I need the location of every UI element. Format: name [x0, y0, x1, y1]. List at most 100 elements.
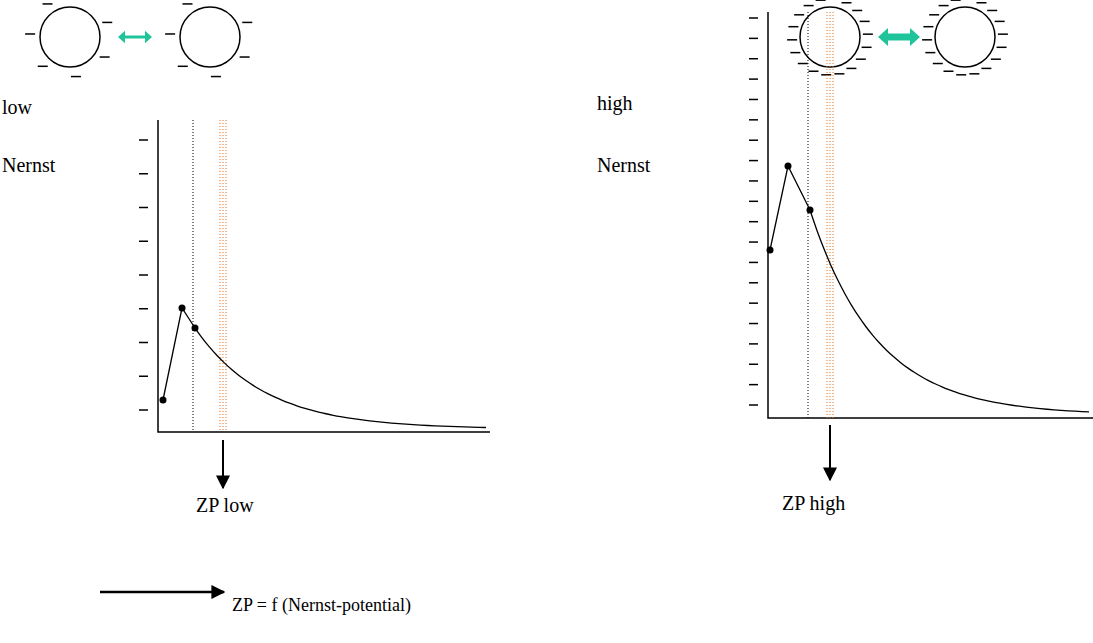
charge-tick	[139, 308, 148, 310]
negative-charge	[841, 2, 851, 4]
negative-charge	[816, 0, 826, 1]
negative-charge	[834, 73, 844, 75]
axis-label: low	[2, 96, 32, 118]
zeta-label: ZP low	[196, 494, 254, 516]
charge-tick	[749, 241, 758, 243]
negative-charge	[852, 10, 862, 12]
potential-curve	[810, 210, 1089, 412]
shear-plane	[223, 120, 224, 432]
axes	[158, 120, 490, 432]
charge-tick	[749, 384, 758, 386]
charge-tick	[749, 201, 758, 203]
negative-charge	[863, 33, 873, 35]
negative-charge	[211, 76, 221, 78]
interaction-arrow	[878, 28, 920, 46]
charge-tick	[749, 139, 758, 141]
data-point	[807, 207, 814, 214]
data-point	[160, 397, 167, 404]
negative-charge	[165, 33, 175, 35]
charge-tick	[749, 404, 758, 406]
axis-label: high	[597, 92, 633, 114]
charge-tick	[139, 274, 148, 276]
negative-charge	[929, 14, 939, 16]
shear-plane	[830, 12, 831, 418]
negative-charge	[182, 3, 192, 5]
data-point	[179, 305, 186, 312]
negative-charge	[38, 66, 48, 68]
negative-charge	[242, 22, 252, 24]
shear-plane	[226, 120, 227, 432]
negative-charge	[42, 3, 52, 5]
negative-charge	[995, 21, 1005, 23]
negative-charge	[923, 26, 933, 28]
implication-arrow	[100, 591, 224, 594]
charge-tick	[139, 376, 148, 378]
charge-tick	[749, 221, 758, 223]
shear-plane	[827, 12, 828, 418]
charge-tick	[749, 160, 758, 162]
potential-curve	[770, 166, 810, 250]
negative-charge	[794, 14, 804, 16]
negative-charge	[790, 52, 800, 54]
charge-tick	[139, 207, 148, 209]
negative-charge	[860, 21, 870, 23]
negative-charge	[788, 26, 798, 28]
negative-charge	[998, 33, 1008, 35]
axis-label: Nernst	[597, 154, 650, 176]
charge-tick	[139, 139, 148, 141]
negative-charge	[991, 58, 1001, 60]
negative-charge	[798, 63, 808, 65]
negative-charge	[976, 2, 986, 4]
potential-graph	[139, 120, 490, 488]
negative-charge	[856, 58, 866, 60]
charge-tick	[749, 180, 758, 182]
negative-charge	[951, 0, 961, 1]
negative-charge	[25, 33, 35, 35]
particle	[922, 0, 1008, 75]
charge-tick	[749, 58, 758, 60]
negative-charge	[787, 39, 797, 41]
down-arrow	[222, 440, 224, 488]
negative-charge	[846, 68, 856, 70]
negative-charge	[922, 39, 932, 41]
negative-charge	[804, 5, 814, 7]
shear-plane	[220, 120, 221, 432]
charge-tick	[749, 343, 758, 345]
charge-tick	[139, 173, 148, 175]
charge-tick	[139, 342, 148, 344]
negative-charge	[71, 76, 81, 78]
potential-curve	[195, 328, 486, 427]
charge-tick	[749, 99, 758, 101]
data-point	[767, 247, 774, 254]
negative-charge	[102, 22, 112, 24]
charge-tick	[749, 282, 758, 284]
negative-charge	[987, 10, 997, 12]
charge-tick	[749, 302, 758, 304]
down-arrow	[829, 425, 831, 480]
charge-tick	[749, 38, 758, 40]
stern-plane	[193, 120, 194, 432]
charge-tick	[139, 409, 148, 411]
particle	[165, 0, 252, 77]
negative-charge	[944, 70, 954, 72]
interaction-arrow	[118, 31, 152, 44]
negative-charge	[100, 56, 110, 58]
charge-tick	[749, 78, 758, 80]
data-point	[192, 325, 199, 332]
negative-charge	[956, 74, 966, 76]
charge-tick	[749, 364, 758, 366]
shear-plane	[833, 12, 834, 418]
negative-charge	[925, 52, 935, 54]
negative-charge	[981, 68, 991, 70]
axes	[768, 12, 1093, 418]
negative-charge	[939, 5, 949, 7]
data-point	[785, 163, 792, 170]
negative-charge	[997, 47, 1007, 49]
axis-label: Nernst	[2, 154, 55, 176]
charge-tick	[749, 17, 758, 19]
particle	[25, 0, 112, 77]
stern-plane	[808, 12, 809, 418]
negative-charge	[178, 66, 188, 68]
negative-charge	[862, 47, 872, 49]
